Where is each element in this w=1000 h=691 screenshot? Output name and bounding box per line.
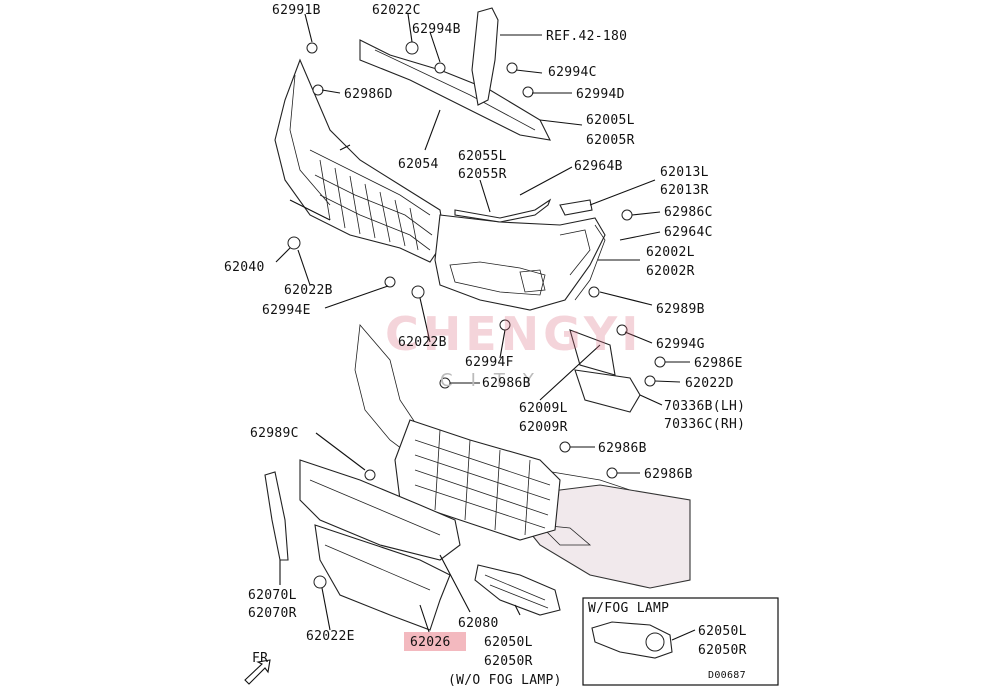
label-62050l-2: 62050L xyxy=(698,624,747,639)
label-62986b-2: 62986B xyxy=(598,441,647,456)
label-62994g: 62994G xyxy=(656,337,705,352)
upper-grille-assembly xyxy=(274,7,606,311)
label-diagram-code: D00687 xyxy=(708,670,746,681)
label-62080: 62080 xyxy=(458,616,499,631)
label-62986b: 62986B xyxy=(482,376,531,391)
label-62026: 62026 xyxy=(410,635,451,650)
label-62009l: 62009L xyxy=(519,401,568,416)
part-labels: 62991B 62022C 62994B REF.42-180 62994C 6… xyxy=(224,3,747,688)
label-ref-42-180: REF.42-180 xyxy=(546,29,627,44)
watermark-main: CHENGYI xyxy=(385,307,642,361)
part-62026-highlight xyxy=(404,632,466,651)
label-fr: FR xyxy=(252,651,268,666)
label-70336c-rh: 70336C(RH) xyxy=(664,417,745,432)
label-62986e: 62986E xyxy=(694,356,743,371)
label-without-fog-lamp: (W/O FOG LAMP) xyxy=(448,673,562,688)
label-62055l: 62055L xyxy=(458,149,507,164)
label-62964b: 62964B xyxy=(574,159,623,174)
watermark: CHENGYI CITY xyxy=(385,307,642,391)
label-62005r: 62005R xyxy=(586,133,635,148)
front-direction-arrow xyxy=(244,659,271,685)
label-62994f: 62994F xyxy=(465,355,514,370)
label-62989b: 62989B xyxy=(656,302,705,317)
label-62055r: 62055R xyxy=(458,167,507,182)
fog-lamp-inset xyxy=(582,597,779,686)
label-62002l: 62002L xyxy=(646,245,695,260)
label-62009r: 62009R xyxy=(519,420,568,435)
label-62986c: 62986C xyxy=(664,205,713,220)
leader-lines xyxy=(275,13,690,636)
label-62054: 62054 xyxy=(398,157,439,172)
lower-bumper-assembly xyxy=(264,324,691,631)
watermark-sub: CITY xyxy=(440,370,552,391)
label-62022b-2: 62022B xyxy=(398,335,447,350)
label-62070r: 62070R xyxy=(248,606,297,621)
label-62022d: 62022D xyxy=(685,376,734,391)
label-62994c: 62994C xyxy=(548,65,597,80)
label-62964c: 62964C xyxy=(664,225,713,240)
label-62013l: 62013L xyxy=(660,165,709,180)
label-62040: 62040 xyxy=(224,260,265,275)
label-62022c: 62022C xyxy=(372,3,421,18)
label-62005l: 62005L xyxy=(586,113,635,128)
label-62991b: 62991B xyxy=(272,3,321,18)
label-62013r: 62013R xyxy=(660,183,709,198)
label-62050l: 62050L xyxy=(484,635,533,650)
label-62022b: 62022B xyxy=(284,283,333,298)
label-62989c: 62989C xyxy=(250,426,299,441)
label-62986d: 62986D xyxy=(344,87,393,102)
label-62986b-3: 62986B xyxy=(644,467,693,482)
label-62022e: 62022E xyxy=(306,629,355,644)
label-with-fog-lamp: W/FOG LAMP xyxy=(588,601,669,616)
label-62050r: 62050R xyxy=(484,654,533,669)
label-62994b: 62994B xyxy=(412,22,461,37)
label-62070l: 62070L xyxy=(248,588,297,603)
label-62002r: 62002R xyxy=(646,264,695,279)
label-62994d: 62994D xyxy=(576,87,625,102)
label-70336b-lh: 70336B(LH) xyxy=(664,399,745,414)
label-62994e: 62994E xyxy=(262,303,311,318)
label-62050r-2: 62050R xyxy=(698,643,747,658)
